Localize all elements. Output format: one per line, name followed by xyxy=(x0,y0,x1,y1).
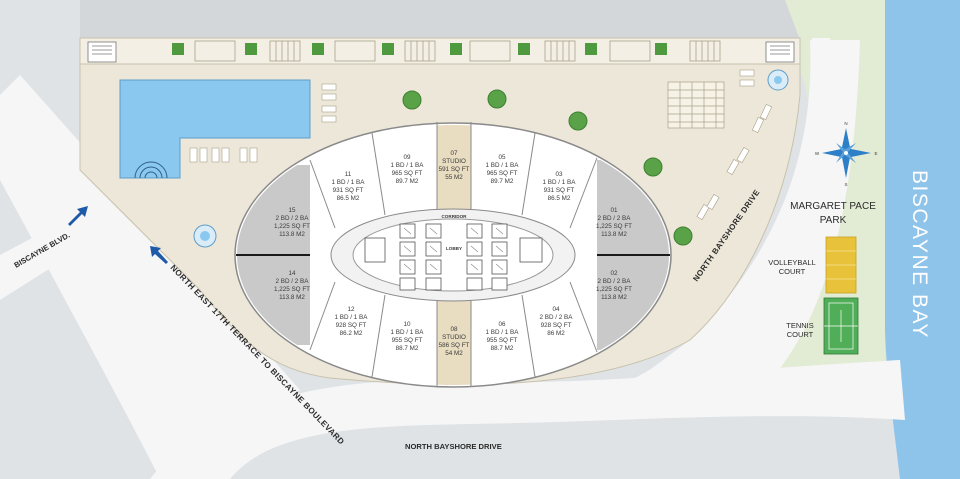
unit-11-m2: 86.5 M2 xyxy=(337,195,360,202)
pool-loungers xyxy=(189,69,773,220)
unit-08-number: 08 xyxy=(450,326,458,333)
unit-11-number: 11 xyxy=(345,171,352,178)
unit-07-m2: 55 M2 xyxy=(445,174,463,181)
unit-08-fill xyxy=(437,298,471,385)
pergola xyxy=(667,81,725,129)
unit-09-number: 09 xyxy=(403,154,411,161)
unit-02-type: 2 BD / 2 BA xyxy=(598,278,632,285)
arrow-ne17-icon xyxy=(150,246,168,264)
unit-06-number: 06 xyxy=(498,321,506,328)
core-elevators xyxy=(364,223,543,291)
unit-partitions xyxy=(309,122,598,386)
unit-10-sqft: 955 SQ FT xyxy=(392,337,423,344)
unit-01-number: 01 xyxy=(610,207,618,214)
volleyball-label-2: COURT xyxy=(779,267,806,276)
volleyball-label-1: VOLLEYBALL xyxy=(768,258,816,267)
planter-row xyxy=(172,43,667,55)
unit-11-sqft: 931 SQ FT xyxy=(333,187,364,194)
unit-14-type: 2 BD / 2 BA xyxy=(276,278,310,285)
unit-03-type: 1 BD / 1 BA xyxy=(543,179,577,186)
arrow-biscayne-icon xyxy=(68,206,88,226)
street-bayshore-south-label: NORTH BAYSHORE DRIVE xyxy=(405,442,502,451)
unit-03-number: 03 xyxy=(555,171,563,178)
compass-s: S xyxy=(844,182,847,187)
fountains xyxy=(193,69,789,248)
unit-12-m2: 86.2 M2 xyxy=(340,330,363,337)
unit-08-m2: 54 M2 xyxy=(445,350,463,357)
unit-08-type: STUDIO xyxy=(442,334,466,341)
unit-03-sqft: 931 SQ FT xyxy=(544,187,575,194)
unit-05-number: 05 xyxy=(498,154,506,161)
unit-12-sqft: 928 SQ FT xyxy=(336,322,367,329)
unit-02-m2: 113.8 M2 xyxy=(601,294,627,301)
trees xyxy=(402,89,693,246)
unit-15-m2: 113.8 M2 xyxy=(279,231,305,238)
pool-steps xyxy=(134,161,168,179)
unit-06-type: 1 BD / 1 BA xyxy=(486,329,520,336)
bay-label: BISCAYNE BAY xyxy=(908,170,931,339)
unit-05-m2: 89.7 M2 xyxy=(491,178,514,185)
unit-07-sqft: 591 SQ FT xyxy=(439,166,470,173)
swimming-pool xyxy=(119,79,311,179)
bay-water xyxy=(885,0,960,479)
tennis-label-1: TENNIS xyxy=(786,321,814,330)
unit-15-number: 15 xyxy=(288,207,296,214)
unit-03-m2: 86.5 M2 xyxy=(548,195,571,202)
unit-06-m2: 88.7 M2 xyxy=(491,345,514,352)
unit-05-sqft: 965 SQ FT xyxy=(487,170,518,177)
lobby-label: LOBBY xyxy=(446,246,462,251)
unit-09-sqft: 965 SQ FT xyxy=(392,170,423,177)
unit-09-type: 1 BD / 1 BA xyxy=(391,162,425,169)
unit-07-fill xyxy=(437,125,471,210)
unit-10-number: 10 xyxy=(403,321,411,328)
unit-04-sqft: 928 SQ FT xyxy=(541,322,572,329)
park-label-line2: PARK xyxy=(820,215,847,226)
cabana-strip xyxy=(79,37,801,65)
compass-rose-icon xyxy=(822,128,871,178)
stair-cores xyxy=(87,41,795,63)
unit-08-sqft: 586 SQ FT xyxy=(439,342,470,349)
unit-07-type: STUDIO xyxy=(442,158,466,165)
unit-04-type: 2 BD / 2 BA xyxy=(540,314,574,321)
unit-09-m2: 89.7 M2 xyxy=(396,178,419,185)
unit-10-type: 1 BD / 1 BA xyxy=(391,329,425,336)
unit-02-number: 02 xyxy=(610,270,618,277)
unit-15-sqft: 1,225 SQ FT xyxy=(274,223,310,230)
unit-04-number: 04 xyxy=(552,306,560,313)
unit-04-m2: 86 M2 xyxy=(547,330,565,337)
unit-14-number: 14 xyxy=(288,270,296,277)
neighbor-building xyxy=(80,0,820,38)
tennis-label-2: COURT xyxy=(787,330,814,339)
unit-01-type: 2 BD / 2 BA xyxy=(598,215,632,222)
unit-07-number: 07 xyxy=(450,150,458,157)
unit-01-m2: 113.8 M2 xyxy=(601,231,627,238)
unit-02-sqft: 1,225 SQ FT xyxy=(596,286,632,293)
compass-e: E xyxy=(874,151,877,156)
unit-14-sqft: 1,225 SQ FT xyxy=(274,286,310,293)
unit-12-number: 12 xyxy=(347,306,355,313)
unit-15-type: 2 BD / 2 BA xyxy=(276,215,310,222)
volleyball-court-lines xyxy=(826,250,856,280)
corridor-label: CORRIDOR xyxy=(441,214,467,219)
core-details xyxy=(403,227,504,271)
road-ne17 xyxy=(0,75,300,479)
cabana-structures xyxy=(194,40,721,62)
tennis-court-lines xyxy=(824,302,858,350)
park-label-line1: MARGARET PACE xyxy=(790,201,876,212)
unit-06-sqft: 955 SQ FT xyxy=(487,337,518,344)
compass-n: N xyxy=(844,121,847,126)
unit-01-sqft: 1,225 SQ FT xyxy=(596,223,632,230)
unit-14-m2: 113.8 M2 xyxy=(279,294,305,301)
unit-05-type: 1 BD / 1 BA xyxy=(486,162,520,169)
road-biscayne-blvd xyxy=(0,218,95,300)
unit-12-type: 1 BD / 1 BA xyxy=(335,314,369,321)
unit-11-type: 1 BD / 1 BA xyxy=(332,179,366,186)
unit-10-m2: 88.7 M2 xyxy=(396,345,419,352)
road-bayshore-east-2 xyxy=(600,40,860,400)
compass-w: W xyxy=(815,151,820,156)
